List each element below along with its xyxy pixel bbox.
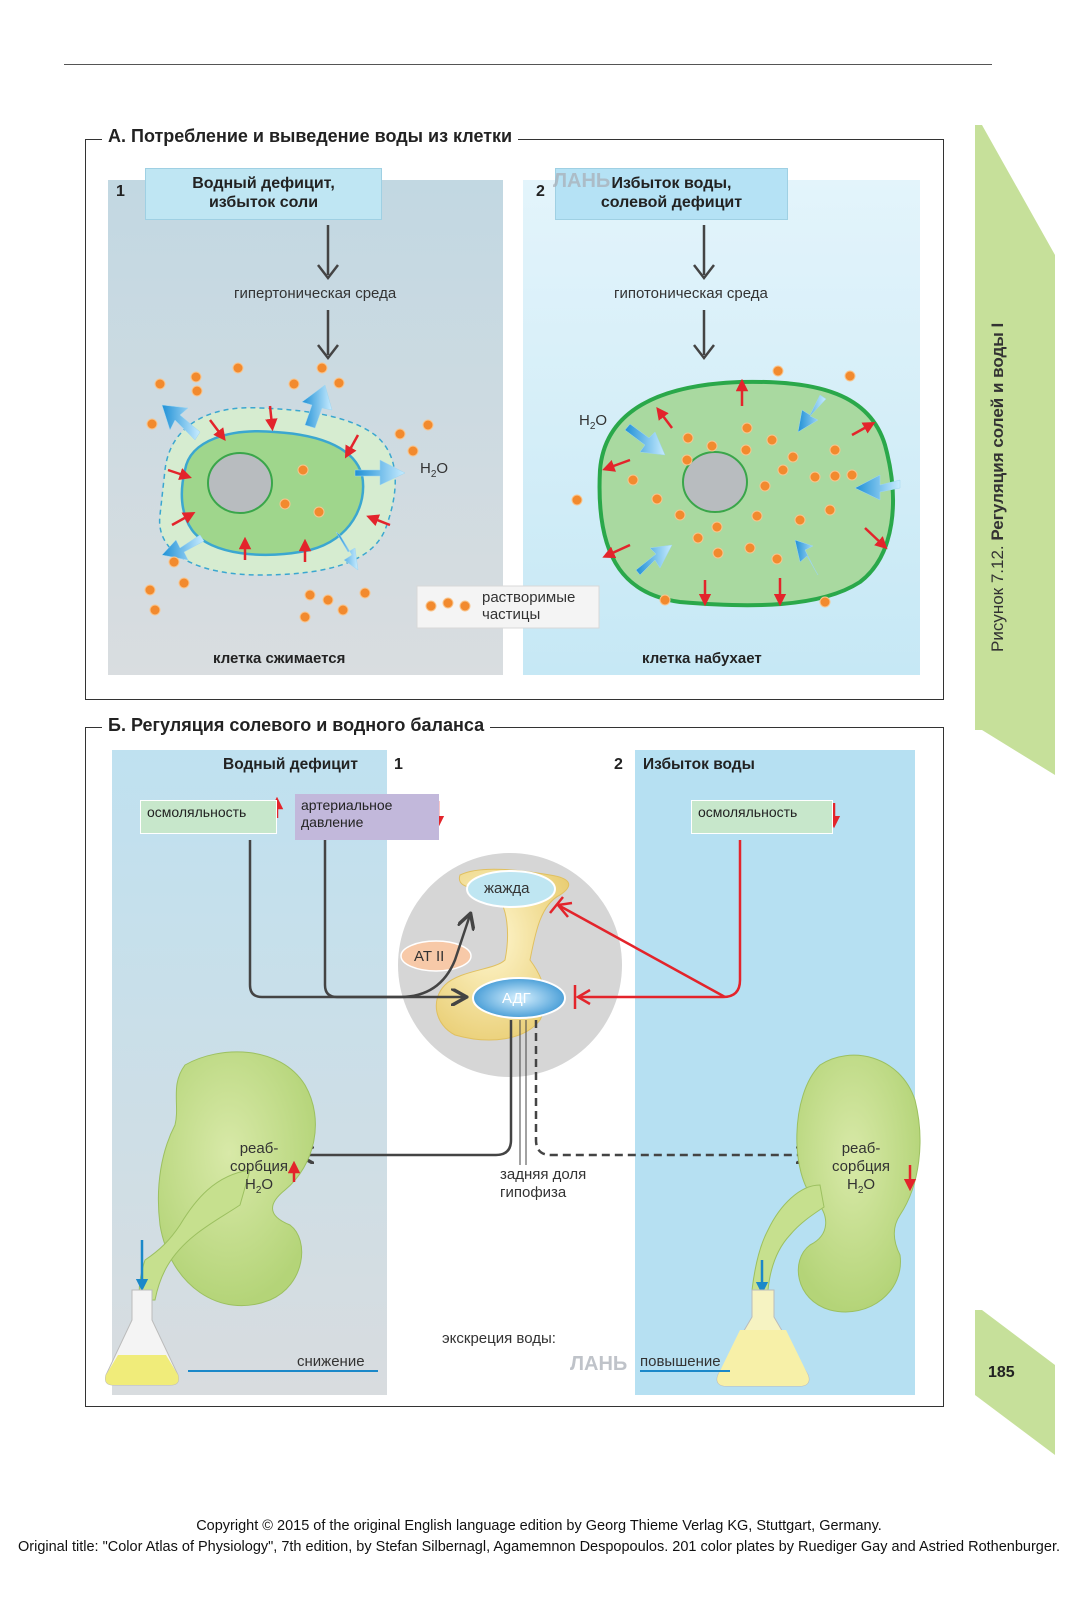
pituitary-label: задняя доля гипофиза — [500, 1166, 587, 1201]
watermark-bottom: ЛАНЬ — [570, 1353, 628, 1375]
excretion-increase: повышение — [640, 1353, 721, 1370]
section-a-title: А. Потребление и выведение воды из клетк… — [102, 126, 519, 147]
copyright-line-2: Original title: "Color Atlas of Physiolo… — [17, 1539, 1060, 1555]
osmolality-label-right: осмоляльность — [698, 804, 798, 820]
osmolality-box-left: осмоляльность — [140, 800, 277, 834]
water-label-panel-2: H2O — [579, 412, 608, 432]
pressure-label: артериальное давление — [301, 797, 393, 830]
deficit-arrows — [248, 835, 810, 1165]
panel-1-down-arrows — [317, 225, 339, 361]
panel-b2-number: 2 — [614, 756, 623, 773]
at2-label: AT II — [414, 948, 445, 965]
adh-label: АДГ — [502, 990, 531, 1007]
legend-particles — [425, 597, 471, 612]
thirst-ellipse — [466, 870, 556, 908]
flask-left-urine — [105, 1355, 179, 1385]
sidebar-tab-lower — [975, 1310, 1055, 1455]
urine-arrows — [135, 1240, 769, 1295]
top-rule — [64, 64, 992, 65]
figure-caption: Рисунок 7.12. Регуляция солей и воды I — [988, 323, 1012, 652]
adh-ellipse — [472, 977, 566, 1019]
red-arrows-panel-2 — [602, 378, 888, 607]
hypertonic-label: гипертоническая среда — [234, 285, 397, 302]
osmolality-box-right: осмоляльность — [691, 800, 833, 834]
osmolality-label-left: осмоляльность — [147, 804, 247, 820]
panel-2-number: 2 — [536, 183, 545, 200]
cell-1-nucleus — [207, 452, 273, 514]
legend-label: растворимые частицы — [482, 589, 576, 623]
copyright-line-1: Copyright © 2015 of the original English… — [196, 1518, 882, 1534]
water-label-panel-1: H2O — [420, 460, 449, 480]
flask-right-urine — [717, 1330, 809, 1386]
reabsorption-left: реаб- сорбция H2O — [230, 1140, 289, 1196]
excretion-label: экскреция воды: — [442, 1330, 556, 1347]
panel-1-caption: клетка сжимается — [213, 650, 346, 667]
figure-title: Регуляция солей и воды I — [988, 322, 1007, 541]
hypotonic-label: гипотоническая среда — [614, 285, 768, 302]
red-arrows-panel-1 — [167, 405, 391, 562]
panel-1-header: Водный дефицит, избыток соли — [145, 168, 382, 220]
section-b-diagram — [105, 750, 921, 1395]
cell-2-nucleus — [682, 451, 748, 513]
excess-arrows — [549, 840, 742, 1009]
water-arrows-panel-1 — [161, 384, 406, 571]
particles-panel-1 — [144, 362, 434, 623]
panel-b2-title: Избыток воды — [643, 756, 755, 773]
section-a-diagram — [108, 180, 920, 675]
pressure-box: артериальное давление — [295, 794, 439, 840]
thirst-label: жажда — [484, 880, 530, 897]
watermark-top: ЛАНЬ — [553, 170, 611, 192]
panel-1-number: 1 — [116, 183, 125, 200]
sidebar-tab-upper — [975, 125, 1055, 775]
section-b-title: Б. Регуляция солевого и водного баланса — [102, 715, 491, 736]
panel-2-caption: клетка набухает — [642, 650, 762, 667]
sidebar-tabs — [975, 125, 1055, 1455]
water-arrows-panel-2 — [624, 394, 901, 576]
reabsorption-right: реаб- сорбция H2O — [832, 1140, 891, 1196]
section-b-frame — [85, 727, 944, 1407]
panel-2-down-arrows — [693, 225, 715, 361]
particles-panel-2 — [571, 365, 858, 608]
page-number: 185 — [988, 1364, 1015, 1381]
panel-b1-title: Водный дефицит — [223, 756, 358, 773]
excretion-decrease: снижение — [297, 1353, 365, 1370]
panel-b1-number: 1 — [394, 756, 403, 773]
figure-prefix: Рисунок 7.12. — [988, 545, 1007, 652]
panel-2-header: Избыток воды, солевой дефицит — [555, 168, 788, 220]
